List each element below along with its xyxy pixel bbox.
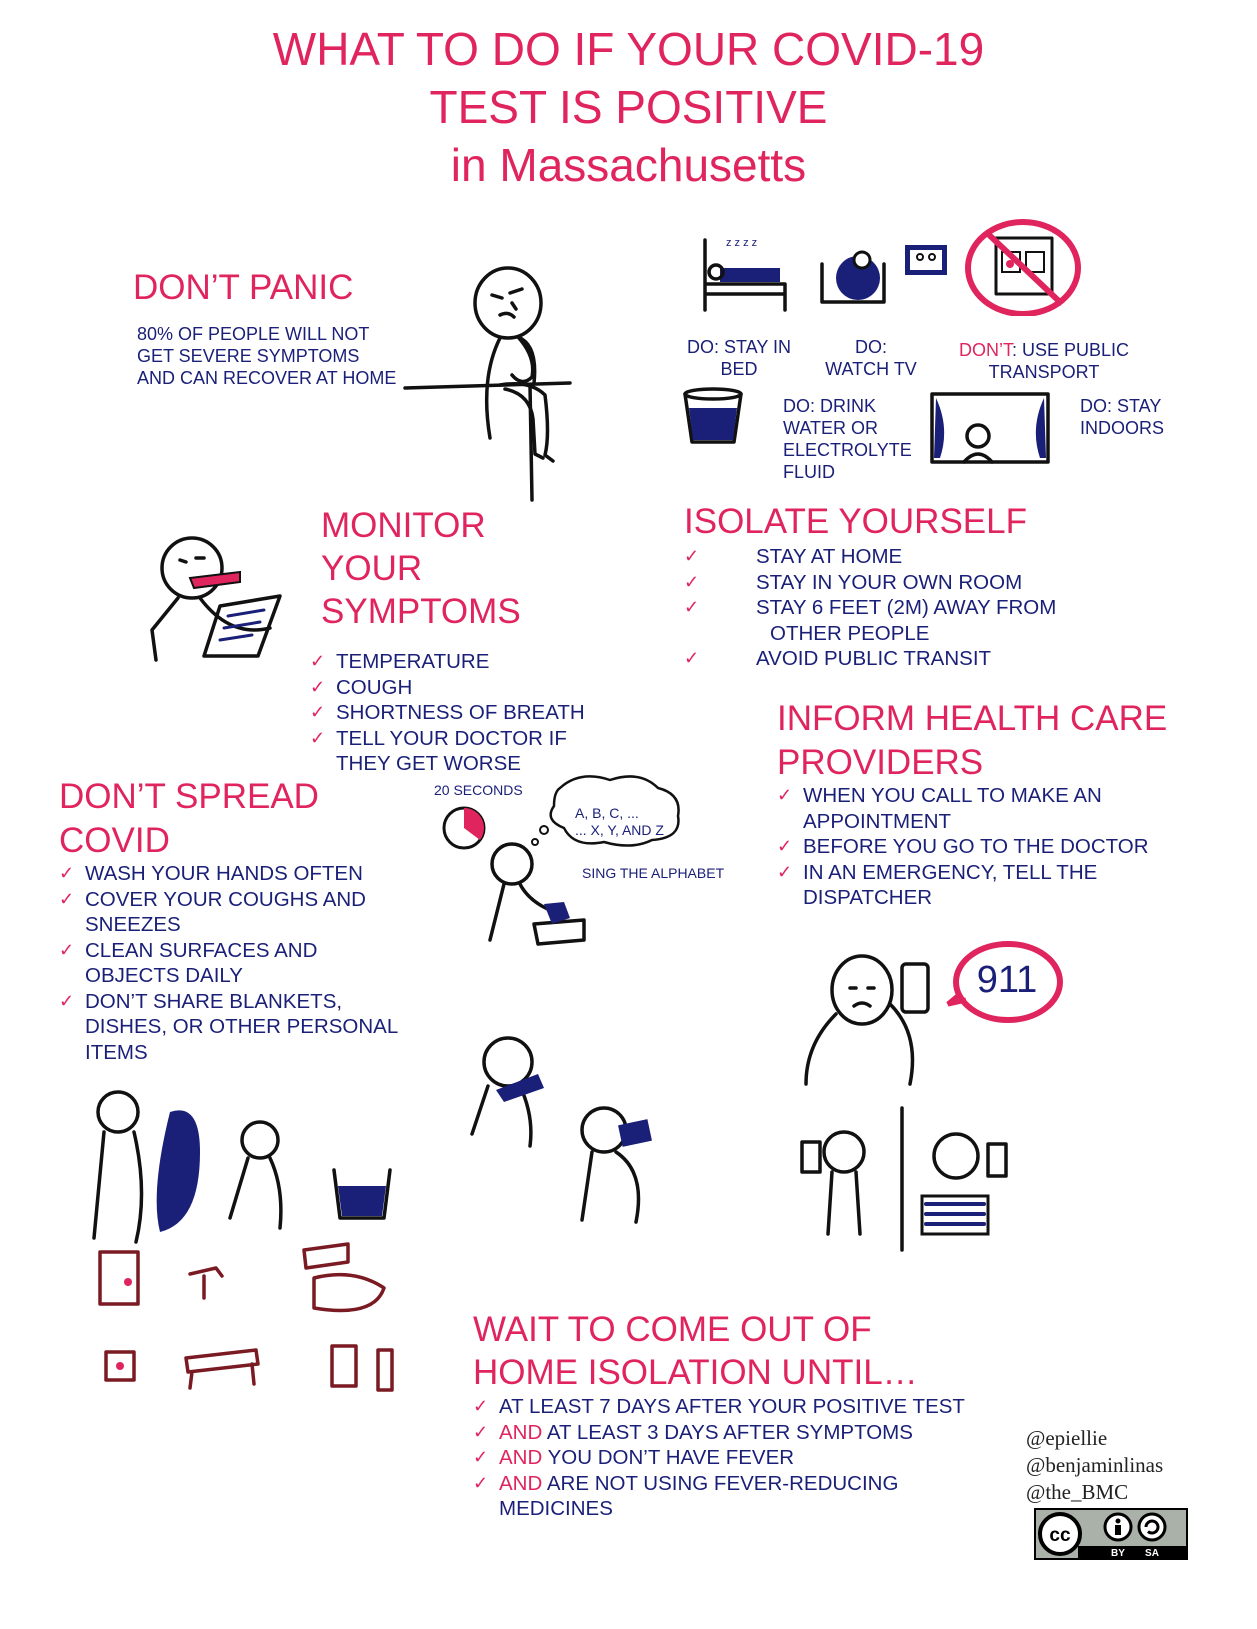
handle-the-bmc: @the_BMC <box>1026 1480 1129 1504</box>
list-item: ✓TEMPERATURE <box>310 650 490 673</box>
isolate-checklist: ✓STAY AT HOME ✓STAY IN YOUR OWN ROOM ✓ST… <box>684 544 1056 672</box>
list-item: ✓AT LEAST 7 DAYS AFTER YOUR POSITIVE TES… <box>473 1395 965 1418</box>
list-item: ITEMS <box>85 1040 148 1064</box>
spread-heading: DON’T SPREAD COVID <box>59 777 319 860</box>
water-glass-icon <box>683 387 743 444</box>
sa-text: SA <box>1145 1548 1159 1559</box>
window-person-icon <box>930 392 1050 464</box>
thinking-person-illustration <box>403 266 572 502</box>
speech-bubble-911 <box>946 941 1063 1023</box>
list-item: ✓AND AT LEAST 3 DAYS AFTER SYMPTOMS <box>473 1420 913 1444</box>
list-item: DISPATCHER <box>803 886 933 909</box>
no-public-transport-icon <box>965 219 1081 316</box>
handle-benjaminlinas: @benjaminlinas <box>1026 1453 1164 1477</box>
couch-person-icon <box>820 250 886 304</box>
panic-heading: DON’T PANIC <box>133 268 354 307</box>
inform-checklist: ✓WHEN YOU CALL TO MAKE AN APPOINTMENT ✓B… <box>777 783 1149 911</box>
list-item: ✓BEFORE YOU GO TO THE DOCTOR <box>777 835 1149 858</box>
list-item: SNEEZES <box>85 913 181 936</box>
list-item: DISHES, OR OTHER PERSONAL <box>85 1015 399 1038</box>
list-item: OTHER PEOPLE <box>770 621 930 645</box>
by-text: BY <box>1111 1548 1125 1559</box>
monitor-checklist: ✓TEMPERATURE ✓COUGH ✓SHORTNESS OF BREATH… <box>310 649 585 777</box>
list-item: ✓COVER YOUR COUGHS AND <box>59 887 366 911</box>
handwash-caption: SING THE ALPHABET <box>582 865 725 881</box>
svg-text:z z z z: z z z z <box>726 237 757 249</box>
thought-bubble <box>531 775 680 847</box>
list-item: ✓TELL YOUR DOCTOR IF <box>310 726 567 750</box>
phone-call-person-illustration <box>804 954 930 1086</box>
list-item: ✓AND YOU DON’T HAVE FEVER <box>473 1446 795 1469</box>
list-item: ✓WASH YOUR HANDS OFTEN <box>59 862 363 885</box>
timer-label: 20 SECONDS <box>434 782 523 798</box>
list-item: ✓AND ARE NOT USING FEVER-REDUCING <box>473 1471 899 1495</box>
list-item: ✓WHEN YOU CALL TO MAKE AN <box>777 784 1102 807</box>
list-item: ✓AVOID PUBLIC TRANSIT <box>684 647 992 670</box>
page-title: WHAT TO DO IF YOUR COVID-19 TEST IS POSI… <box>0 20 1257 194</box>
spread-checklist: ✓WASH YOUR HANDS OFTEN ✓COVER YOUR COUGH… <box>59 861 398 1065</box>
bubble-text-1: A, B, C, ... <box>575 805 639 821</box>
list-item: ✓SHORTNESS OF BREATH <box>310 701 585 724</box>
title-line-1: WHAT TO DO IF YOUR COVID-19 <box>272 23 985 75</box>
dont-use-public-transport-label: DON’T: USE PUBLIC TRANSPORT <box>958 340 1130 382</box>
cover-cough-illustration <box>470 1036 652 1224</box>
list-item: THEY GET WORSE <box>336 752 521 775</box>
handwashing-person-illustration <box>488 842 586 946</box>
wait-heading: WAIT TO COME OUT OF HOME ISOLATION UNTIL… <box>473 1310 918 1392</box>
handle-epiellie: @epiellie <box>1026 1426 1108 1450</box>
list-item: ✓COUGH <box>310 675 413 699</box>
bed-icon: z z z z <box>703 237 787 312</box>
title-line-3: in Massachusetts <box>450 139 807 191</box>
telehealth-illustration <box>800 1106 1008 1252</box>
panic-text: 80% OF PEOPLE WILL NOT GET SEVERE SYMPTO… <box>137 324 397 388</box>
wait-checklist: ✓AT LEAST 7 DAYS AFTER YOUR POSITIVE TES… <box>473 1394 965 1522</box>
list-item: ✓STAY IN YOUR OWN ROOM <box>684 570 1023 594</box>
list-item: ✓IN AN EMERGENCY, TELL THE <box>777 860 1098 884</box>
cc-text: cc <box>1049 1525 1071 1546</box>
title-line-2: TEST IS POSITIVE <box>429 81 828 133</box>
monitor-heading: MONITOR YOUR SYMPTOMS <box>321 506 521 631</box>
bubble-text-2: ... X, Y, AND Z <box>575 822 664 838</box>
timer-icon <box>442 806 486 850</box>
list-item: MEDICINES <box>499 1497 613 1520</box>
author-handles: @epiellie @benjaminlinas @the_BMC <box>1026 1425 1163 1506</box>
isolate-heading: ISOLATE YOURSELF <box>684 502 1027 541</box>
tv-icon <box>905 245 947 275</box>
list-item: APPOINTMENT <box>803 809 952 833</box>
list-item: ✓STAY AT HOME <box>684 545 903 568</box>
do-watch-tv-label: DO:WATCH TV <box>825 337 917 379</box>
cc-by-sa-license-badge: cc BY SA <box>1034 1508 1188 1560</box>
emergency-number: 911 <box>976 959 1038 1001</box>
list-item: ✓CLEAN SURFACES AND <box>59 938 318 962</box>
list-item: ✓DON’T SHARE BLANKETS, <box>59 989 343 1013</box>
inform-heading: INFORM HEALTH CARE PROVIDERS <box>777 699 1168 782</box>
list-item: ✓STAY 6 FEET (2M) AWAY FROM <box>684 596 1057 619</box>
thermometer-person-illustration <box>150 536 282 662</box>
household-items-illustration <box>92 1090 394 1392</box>
list-item: OBJECTS DAILY <box>85 964 243 987</box>
